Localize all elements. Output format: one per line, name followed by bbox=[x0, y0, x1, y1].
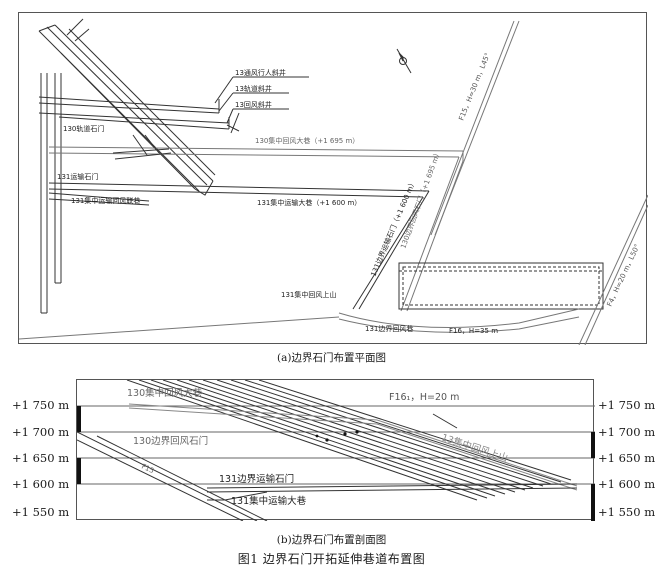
label-fault-f16: F16，H=35 m bbox=[449, 327, 498, 335]
section-130-return-roadway bbox=[128, 403, 578, 491]
section-leaders bbox=[207, 413, 458, 501]
crosscut-130-rail bbox=[112, 134, 172, 160]
label-13-rail-shaft: 13轨道斜井 bbox=[235, 84, 272, 93]
label-fault-f15: F15，H=30 m，L45° bbox=[457, 52, 492, 122]
faults bbox=[19, 20, 648, 345]
label-13-return-shaft: 13回风斜井 bbox=[235, 100, 272, 109]
label-131-transport-link: 131集中运输回风联巷 bbox=[71, 196, 140, 205]
leader-lines bbox=[214, 76, 309, 124]
elevation-left-1650: +1 650 m bbox=[12, 451, 70, 465]
working-faces bbox=[398, 262, 604, 310]
elevation-right-1700: +1 700 m bbox=[598, 425, 656, 439]
label-131-transport-crosscut: 131运输石门 bbox=[57, 172, 98, 181]
section-label-131-transport-roadway: 131集中运输大巷 bbox=[231, 495, 307, 507]
plan-view-drawing: 13通风行人斜井 13轨道斜井 13回风斜井 130轨道石门 130集中回风大巷… bbox=[19, 18, 648, 345]
figure-title: 图1 边界石门开拓延伸巷道布置图 bbox=[237, 552, 426, 566]
section-view-drawing: 130集中回风大巷 130边界回风石门 131边界运输石门 131集中运输大巷 … bbox=[77, 380, 595, 521]
section-label-131-boundary-transport: 131边界运输石门 bbox=[219, 473, 294, 485]
elevation-right-1550: +1 550 m bbox=[598, 505, 656, 519]
strata-lines bbox=[77, 380, 572, 521]
label-131-return-uphill: 131集中回风上山 bbox=[281, 290, 336, 299]
section-caption: (b)边界石门布置剖面图 bbox=[276, 534, 387, 546]
section-label-fault-f161: F16₁，H=20 m bbox=[389, 392, 459, 403]
roadway-section-marks bbox=[315, 430, 359, 442]
scale-bars bbox=[77, 406, 595, 521]
elevation-left-1700: +1 700 m bbox=[12, 425, 70, 439]
plan-view-panel: 13通风行人斜井 13轨道斜井 13回风斜井 130轨道石门 130集中回风大巷… bbox=[18, 12, 648, 345]
section-view-panel: 130集中回风大巷 130边界回风石门 131边界运输石门 131集中运输大巷 … bbox=[76, 379, 595, 521]
label-13-pedestrian-shaft: 13通风行人斜井 bbox=[235, 68, 286, 77]
plan-caption: (a)边界石门布置平面图 bbox=[277, 352, 386, 364]
label-130-return-roadway: 130集中回风大巷（+1 695 m） bbox=[255, 136, 359, 145]
label-130-rail-crosscut: 130轨道石门 bbox=[63, 124, 104, 133]
label-131-transport-roadway: 131集中运输大巷（+1 600 m） bbox=[257, 198, 361, 207]
elevation-right-1600: +1 600 m bbox=[598, 477, 656, 491]
north-arrow-icon bbox=[396, 48, 412, 74]
section-131-boundary-transport bbox=[206, 483, 578, 493]
label-131-boundary-return-lane: 131边界回风巷 bbox=[365, 324, 413, 333]
elevation-left-1750: +1 750 m bbox=[12, 398, 70, 412]
roadway-130-return bbox=[48, 146, 464, 312]
section-label-130-return: 130集中回风大巷 bbox=[127, 387, 203, 399]
shaft-connectors bbox=[38, 96, 240, 134]
elevation-right-1750: +1 750 m bbox=[598, 398, 656, 412]
elevation-left-1550: +1 550 m bbox=[12, 505, 70, 519]
elevation-left-1600: +1 600 m bbox=[12, 477, 70, 491]
roadway-131-transport bbox=[48, 182, 430, 310]
roadway-131-link bbox=[48, 192, 150, 206]
elevation-right-1650: +1 650 m bbox=[598, 451, 656, 465]
section-label-130-boundary-return: 130边界回风石门 bbox=[133, 435, 208, 447]
